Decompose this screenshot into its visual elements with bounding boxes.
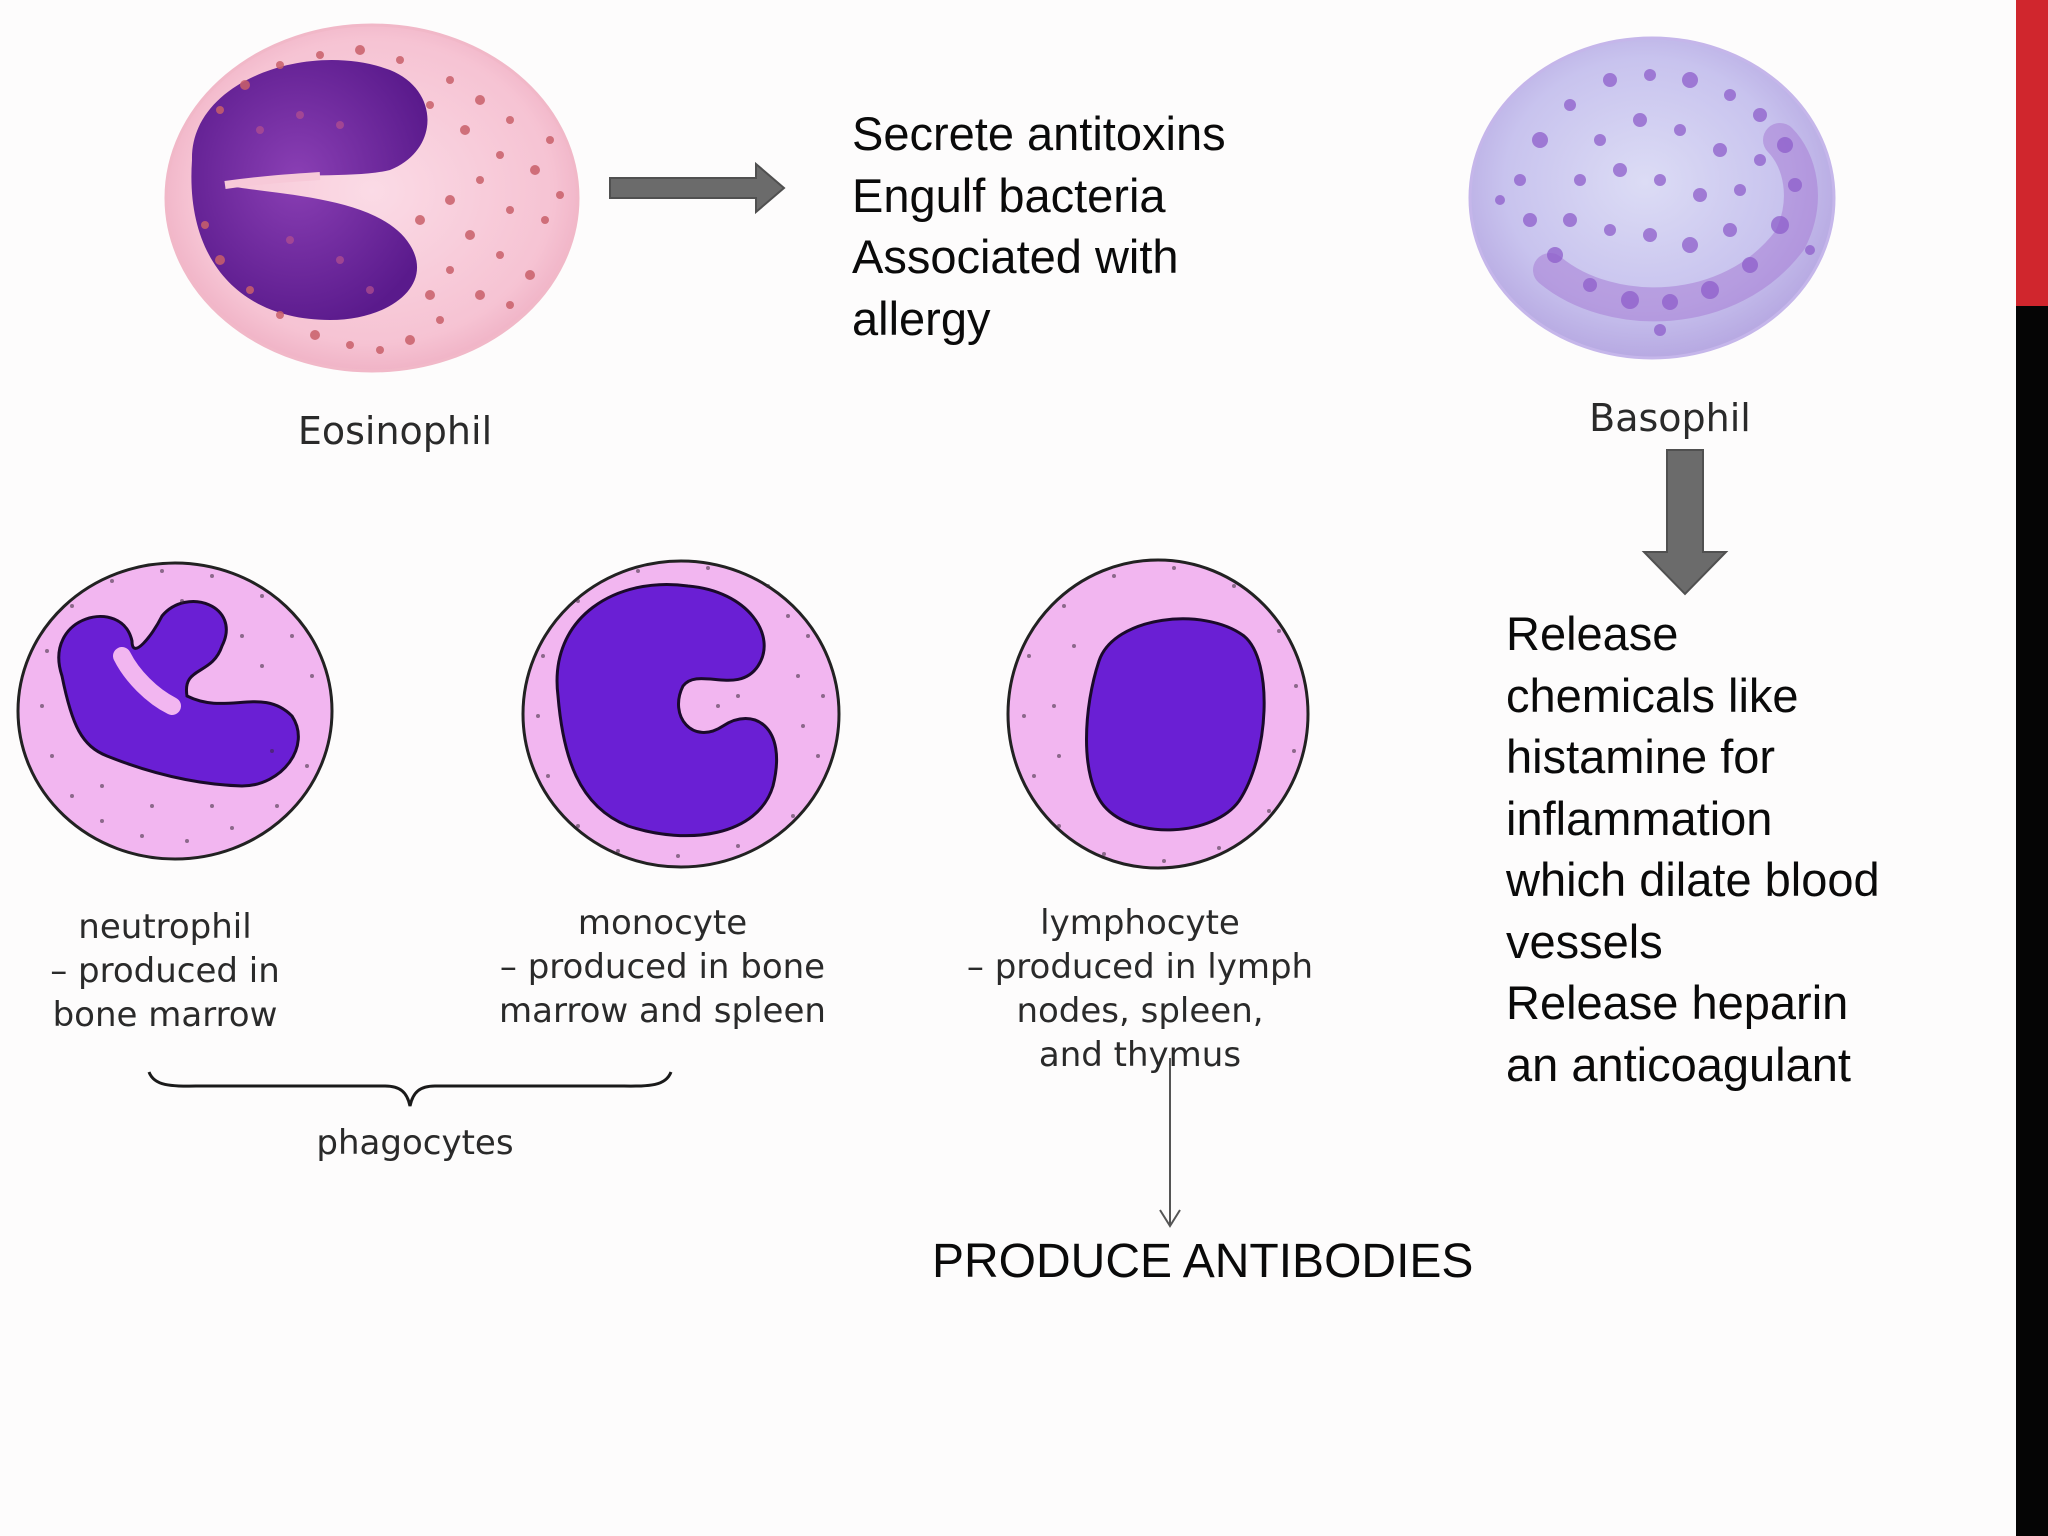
basophil-function-line: histamine for bbox=[1506, 730, 1776, 783]
basophil-cell-illustration bbox=[1460, 20, 1850, 370]
neutrophil-label-line: neutrophil bbox=[78, 907, 252, 947]
neutrophil-label: neutrophil – produced in bone marrow bbox=[20, 905, 310, 1037]
thin-down-arrow-icon bbox=[1155, 1058, 1185, 1235]
down-arrow-icon bbox=[1640, 448, 1730, 601]
neutrophil-label-line: bone marrow bbox=[52, 995, 278, 1035]
lymphocyte-label-line: nodes, spleen, bbox=[1016, 991, 1264, 1031]
basophil-function-line: which dilate blood bbox=[1506, 853, 1880, 906]
monocyte-label: monocyte – produced in bone marrow and s… bbox=[490, 901, 835, 1033]
monocyte-label-line: – produced in bone bbox=[499, 947, 826, 987]
monocyte-label-line: marrow and spleen bbox=[499, 991, 826, 1031]
neutrophil-cell-illustration bbox=[12, 556, 338, 866]
lymphocyte-label-line: – produced in lymph bbox=[966, 947, 1314, 987]
lymphocyte-label: lymphocyte – produced in lymph nodes, sp… bbox=[960, 901, 1320, 1077]
eosinophil-functions: Secrete antitoxins Engulf bacteria Assoc… bbox=[852, 103, 1226, 349]
basophil-function-line: an anticoagulant bbox=[1506, 1037, 1851, 1091]
phagocytes-brace bbox=[145, 1068, 675, 1115]
basophil-function-line: chemicals like bbox=[1506, 668, 1799, 722]
monocyte-cell-illustration bbox=[518, 556, 844, 876]
lymphocyte-label-line: lymphocyte bbox=[1040, 903, 1240, 943]
lymphocyte-cell-illustration bbox=[1004, 556, 1314, 876]
basophil-function-line: inflammation bbox=[1506, 791, 1773, 845]
eosinophil-function-line: Secrete antitoxins bbox=[852, 107, 1226, 160]
phagocytes-label: phagocytes bbox=[316, 1123, 514, 1163]
basophil-label: Basophil bbox=[1589, 396, 1751, 440]
basophil-functions: Release chemicals like histamine for inf… bbox=[1506, 603, 1880, 1095]
basophil-function-line: vessels bbox=[1506, 914, 1663, 968]
basophil-function-line: Release bbox=[1506, 607, 1679, 660]
basophil-function-line: Release heparin bbox=[1506, 976, 1849, 1029]
right-arrow-icon bbox=[608, 160, 788, 221]
accent-bar-black bbox=[2016, 306, 2048, 1536]
neutrophil-label-line: – produced in bbox=[50, 951, 280, 991]
lymphocyte-label-line: and thymus bbox=[1038, 1035, 1242, 1075]
eosinophil-cell-illustration bbox=[150, 20, 590, 390]
eosinophil-function-line: allergy bbox=[852, 291, 991, 345]
eosinophil-label: Eosinophil bbox=[297, 409, 493, 453]
accent-bar-red bbox=[2016, 0, 2048, 306]
eosinophil-function-line: Engulf bacteria bbox=[852, 168, 1166, 222]
monocyte-label-line: monocyte bbox=[577, 903, 748, 943]
eosinophil-function-line: Associated with bbox=[852, 230, 1179, 283]
lymphocyte-function: PRODUCE ANTIBODIES bbox=[932, 1235, 1474, 1288]
